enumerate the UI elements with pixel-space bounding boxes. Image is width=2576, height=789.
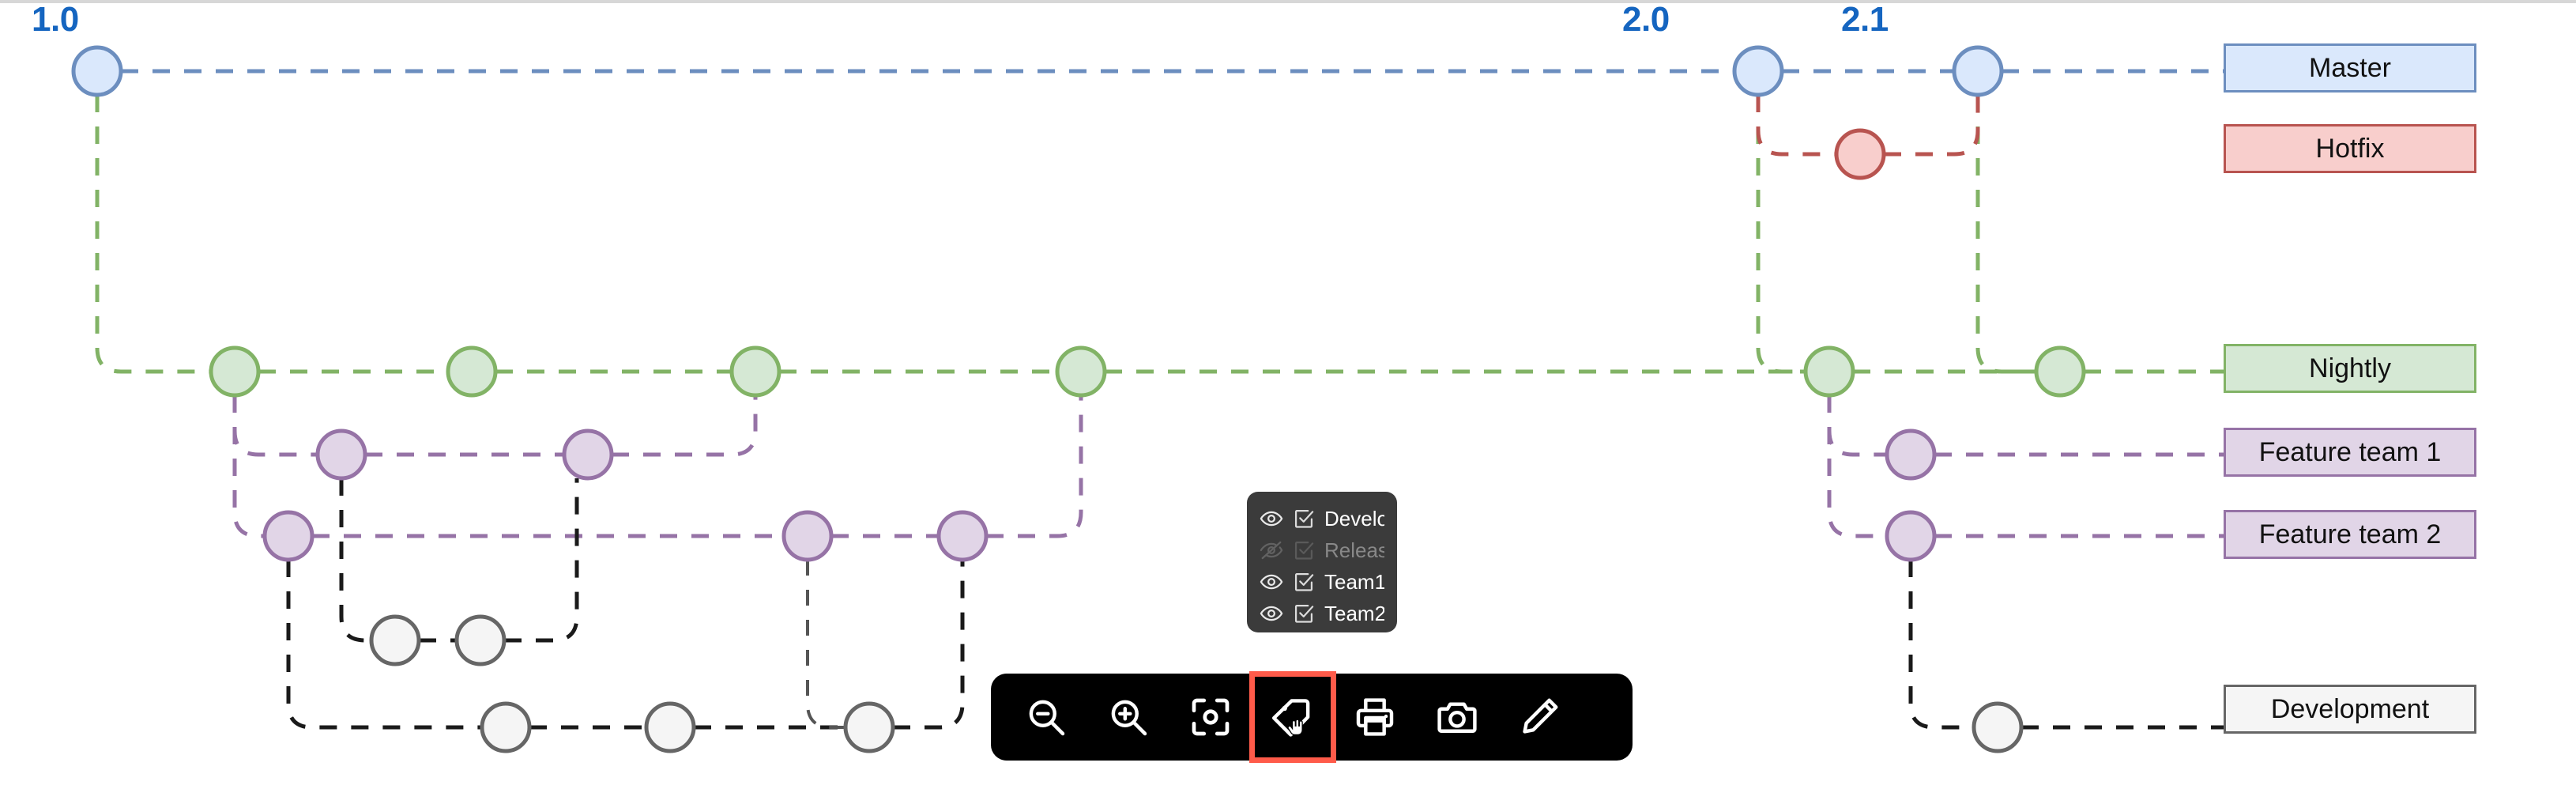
tag-cursor-icon [1271, 695, 1315, 739]
commit-node[interactable] [729, 345, 781, 398]
commit-node[interactable] [1972, 701, 2024, 753]
legend-item-label: Develo... [1324, 506, 1384, 530]
commit-node[interactable] [562, 428, 614, 481]
eye-icon[interactable] [1260, 507, 1283, 530]
legend-item-label: Team1 [1324, 569, 1384, 594]
commit-node[interactable] [1834, 128, 1886, 180]
commit-node[interactable] [781, 510, 834, 562]
legend-row[interactable]: Develo... [1260, 503, 1384, 534]
branch-label-hotfix[interactable]: Hotfix [2224, 124, 2476, 173]
commit-node[interactable] [644, 701, 696, 753]
version-tag: 2.0 [1622, 0, 1670, 39]
floating-toolbar[interactable] [991, 671, 1633, 763]
checkbox-icon[interactable] [1293, 539, 1315, 561]
edit-button[interactable] [1498, 676, 1580, 758]
pencil-icon [1517, 695, 1561, 739]
checkbox-icon[interactable] [1293, 602, 1315, 625]
commit-node[interactable] [446, 345, 498, 398]
fit-page-icon [1188, 695, 1233, 739]
legend-item-label: Release... [1324, 538, 1384, 562]
commit-node[interactable] [454, 614, 507, 666]
commit-node[interactable] [262, 510, 314, 562]
screenshot-button[interactable] [1416, 676, 1498, 758]
commit-node[interactable] [843, 701, 895, 753]
commit-node[interactable] [209, 345, 261, 398]
zoom-in-icon [1106, 695, 1151, 739]
branch-label-development[interactable]: Development [2224, 685, 2476, 734]
zoom-in-button[interactable] [1087, 676, 1169, 758]
graph-edges [95, 69, 2224, 730]
legend-row[interactable]: Release... [1260, 534, 1384, 566]
version-tag: 1.0 [32, 0, 79, 39]
commit-node[interactable] [2034, 345, 2086, 398]
legend-row[interactable]: Team1 [1260, 566, 1384, 598]
window-top-edge [0, 0, 2576, 3]
legend-item-label: Team2 [1324, 601, 1384, 625]
branch-label-master[interactable]: Master [2224, 43, 2476, 92]
commit-node[interactable] [480, 701, 532, 753]
camera-icon [1435, 695, 1479, 739]
legend-row[interactable]: Team2 [1260, 598, 1384, 629]
commit-node[interactable] [1732, 45, 1784, 97]
zoom-out-icon [1024, 695, 1068, 739]
commit-node[interactable] [1055, 345, 1107, 398]
commit-node[interactable] [936, 510, 989, 562]
checkbox-icon[interactable] [1293, 571, 1315, 593]
graph-nodes[interactable] [71, 45, 2086, 753]
branch-label-feature-team-2[interactable]: Feature team 2 [2224, 510, 2476, 559]
commit-node[interactable] [1803, 345, 1855, 398]
commit-node[interactable] [1952, 45, 2004, 97]
branch-label-feature-team-1[interactable]: Feature team 1 [2224, 428, 2476, 477]
commit-node[interactable] [315, 428, 367, 481]
tags-button[interactable] [1249, 671, 1336, 763]
fit-page-button[interactable] [1169, 676, 1252, 758]
print-button[interactable] [1334, 676, 1416, 758]
printer-icon [1353, 695, 1397, 739]
eye-off-icon[interactable] [1260, 538, 1283, 562]
eye-icon[interactable] [1260, 570, 1283, 594]
commit-node[interactable] [71, 45, 123, 97]
commit-node[interactable] [1885, 510, 1937, 562]
commit-node[interactable] [369, 614, 421, 666]
eye-icon[interactable] [1260, 602, 1283, 625]
commit-node[interactable] [1885, 428, 1937, 481]
zoom-out-button[interactable] [1005, 676, 1087, 758]
version-tag: 2.1 [1841, 0, 1889, 39]
checkbox-icon[interactable] [1293, 508, 1315, 530]
branch-label-nightly[interactable]: Nightly [2224, 344, 2476, 393]
